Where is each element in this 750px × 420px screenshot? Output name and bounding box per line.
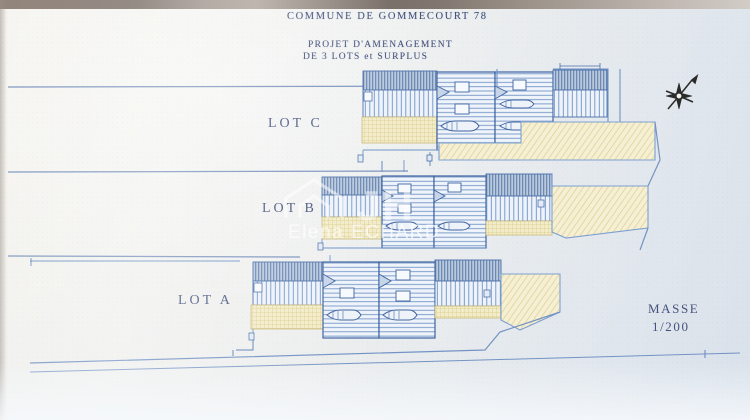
scale-title: MASSE bbox=[648, 301, 700, 316]
interior-room bbox=[512, 79, 527, 91]
car-symbol bbox=[326, 309, 362, 321]
parcel-boundary-line bbox=[29, 311, 561, 364]
interior-room bbox=[395, 269, 411, 281]
paved-strip bbox=[362, 89, 438, 118]
roof-hatched-block bbox=[552, 69, 608, 91]
terrace-grid-area bbox=[485, 220, 553, 236]
scale-ratio: 1/200 bbox=[652, 319, 690, 334]
roof-ridge-marker bbox=[433, 189, 446, 203]
roof-ridge-marker bbox=[378, 273, 392, 289]
separator-mid-lower bbox=[7, 255, 301, 258]
parcel-boundary-line bbox=[647, 121, 661, 187]
roof-hatched-block bbox=[485, 173, 553, 197]
house-block bbox=[322, 261, 380, 339]
paved-strip bbox=[252, 280, 324, 306]
paved-strip bbox=[552, 89, 608, 118]
page-subtitle-project: PROJET D'AMENAGEMENT bbox=[308, 40, 453, 50]
parcel-boundary-line bbox=[519, 352, 741, 360]
car-symbol bbox=[499, 99, 535, 109]
car-symbol bbox=[382, 309, 418, 321]
interior-room bbox=[339, 287, 355, 299]
lot-label-a: LOT A bbox=[178, 293, 233, 309]
lot-b-parcel bbox=[30, 161, 553, 262]
interior-room bbox=[454, 103, 470, 115]
roof-ridge-marker bbox=[322, 273, 336, 289]
roof-ridge-marker bbox=[436, 85, 450, 100]
interior-room bbox=[397, 203, 412, 214]
interior-room bbox=[395, 290, 411, 302]
garden-diagonal-area bbox=[551, 185, 649, 239]
interior-room bbox=[447, 182, 462, 193]
terrace-grid-area bbox=[361, 116, 440, 144]
terrace-grid-area bbox=[434, 305, 502, 319]
page-subtitle-lots: DE 3 LOTS et SURPLUS bbox=[303, 52, 428, 62]
roof-hatched-block bbox=[434, 259, 502, 282]
parcel-boundary-line bbox=[639, 227, 649, 251]
watermark-name: Elena ECHARD bbox=[288, 222, 440, 244]
dimension-annotations bbox=[30, 154, 545, 341]
paper-bottom-fade bbox=[0, 362, 750, 420]
car-symbol bbox=[437, 221, 471, 231]
parcel-boundary-line bbox=[236, 338, 254, 351]
lot-c-buildings bbox=[361, 69, 608, 151]
entry-step bbox=[363, 91, 373, 102]
entry-step bbox=[253, 282, 263, 293]
paved-strip bbox=[434, 280, 502, 307]
photo-left-edge bbox=[0, 0, 7, 420]
car-symbol bbox=[440, 120, 480, 132]
roof-ridge-marker bbox=[381, 189, 394, 203]
car-symbol bbox=[385, 221, 419, 231]
separator-mid-upper bbox=[7, 170, 409, 173]
lot-label-b: LOT B bbox=[262, 201, 317, 217]
photo-top-edge bbox=[0, 0, 750, 9]
interior-room bbox=[454, 81, 470, 93]
interior-room bbox=[397, 183, 412, 194]
lot-label-c: LOT C bbox=[268, 116, 323, 132]
page-title-commune: COMMUNE DE GOMMECOURT 78 bbox=[287, 11, 488, 22]
dimension-marks bbox=[426, 63, 601, 166]
garden-diagonal-area bbox=[500, 273, 561, 331]
north-arrow-icon bbox=[665, 73, 699, 110]
roof-ridge-marker bbox=[494, 85, 508, 100]
